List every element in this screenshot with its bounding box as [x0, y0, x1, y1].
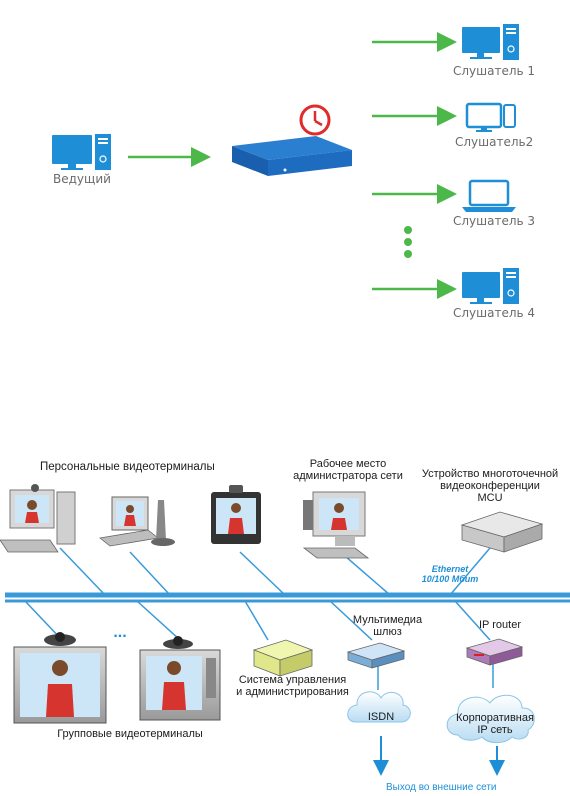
- admin-workstation-label: Рабочее место администратора сети: [293, 458, 403, 482]
- personal-terminal-videophone: [211, 485, 261, 544]
- listener-1-computer-icon: [462, 24, 519, 60]
- mcu-device: [460, 511, 544, 553]
- listener-1-label: Слушатель 1: [453, 64, 536, 78]
- management-label: Система управления и администрирования: [236, 674, 349, 698]
- external-networks-label: Выход во внешние сети: [386, 782, 497, 793]
- ellipsis-dots: [404, 226, 412, 258]
- mcu-label: Устройство многоточечной видеоконференци…: [421, 468, 559, 504]
- listener-4-label: Слушатель 4: [453, 306, 536, 320]
- clock-icon: [299, 104, 331, 136]
- listener-4-computer-icon: [462, 268, 519, 304]
- listener-3-label: Слушатель 3: [453, 214, 536, 228]
- group-terminal-large: [13, 632, 107, 724]
- corporate-ip-cloud: [446, 694, 535, 744]
- personal-terminals-label: Персональные видеотерминалы: [40, 461, 215, 473]
- group-terminal-crt: [139, 636, 221, 721]
- personal-terminal-laptop: [99, 496, 175, 547]
- bus-connections: [24, 547, 494, 690]
- router-label: IP router: [479, 619, 521, 631]
- management-system-device: [252, 639, 314, 677]
- admin-workstation: [302, 491, 370, 559]
- ethernet-bus: [5, 592, 570, 603]
- presenter-label: Ведущий: [53, 172, 111, 186]
- isdn-label: ISDN: [367, 711, 395, 723]
- isdn-cloud: [347, 691, 411, 723]
- listener-3-laptop-icon: [462, 179, 516, 212]
- server-icon: [232, 122, 352, 176]
- personal-terminal-desktop: [0, 484, 76, 553]
- gateway-label: Мультимедиа шлюз: [352, 614, 423, 638]
- corporate-ip-label: Корпоративная IP сеть: [456, 712, 534, 736]
- ethernet-label: Ethernet 10/100 Мбит: [421, 564, 479, 584]
- ip-router-device: [465, 638, 524, 666]
- multimedia-gateway-device: [346, 642, 406, 669]
- more-terminals-dots: ...: [113, 624, 127, 641]
- listener-2-devices-icon: [465, 102, 516, 132]
- listener-2-label: Слушатель2: [455, 135, 534, 149]
- presenter-computer-icon: [52, 134, 111, 170]
- group-terminals-label: Групповые видеотерминалы: [57, 728, 203, 740]
